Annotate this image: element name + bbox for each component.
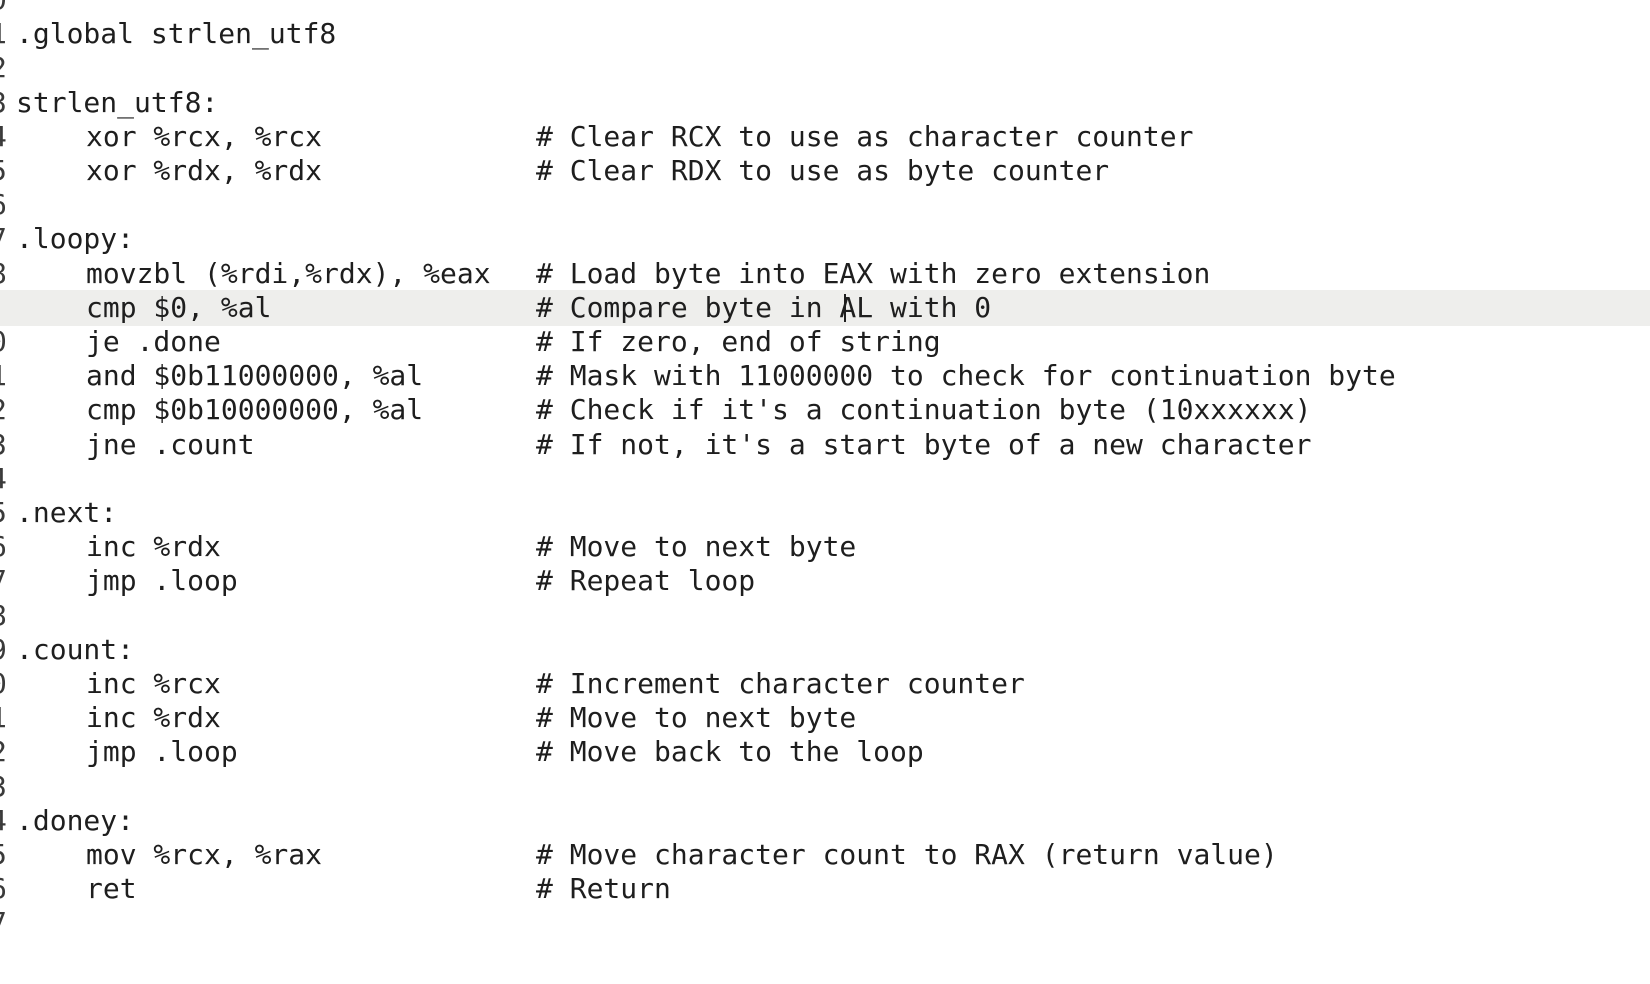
line-number: 0 xyxy=(0,324,7,360)
code-instruction: je .done xyxy=(86,325,221,358)
code-comment: # Increment character counter xyxy=(536,667,1025,700)
code-comment: # Return xyxy=(536,872,671,906)
code-line[interactable]: jmp .loop # Move back to the loop xyxy=(0,734,1650,770)
code-instruction: inc %rdx xyxy=(86,701,221,735)
line-number: 4 xyxy=(0,461,7,497)
line-number: 8 xyxy=(0,256,7,292)
line-number: 2 xyxy=(0,50,7,86)
code-instruction: jne .count xyxy=(86,427,255,461)
line-number: 0 xyxy=(0,666,7,702)
code-label: .next: xyxy=(16,496,118,529)
code-label: .global strlen_utf8 xyxy=(16,17,337,51)
code-comment: # If not, it's a start byte of a new cha… xyxy=(536,427,1312,461)
line-number: 5 xyxy=(0,837,7,873)
code-line[interactable]: .loopy: xyxy=(0,221,1650,257)
code-instruction: jmp .loop xyxy=(86,564,238,598)
line-number: 7 xyxy=(0,905,7,941)
line-number: 1 xyxy=(0,358,7,394)
code-line[interactable]: xor %rdx, %rdx # Clear RDX to use as byte… xyxy=(0,153,1650,189)
code-comment: # If zero, end of string xyxy=(536,325,941,358)
line-number: 5 xyxy=(0,495,7,531)
code-line[interactable]: ret # Return xyxy=(0,871,1650,907)
line-number: 2 xyxy=(0,392,7,428)
current-code-line[interactable]: cmp $0, %al # Compare byte in AL with 0 xyxy=(0,289,1650,326)
code-instruction: cmp $0b10000000, %al xyxy=(86,393,424,427)
code-label: strlen_utf8: xyxy=(16,85,219,119)
code-label: .loopy: xyxy=(16,222,135,256)
line-number: 1 xyxy=(0,700,7,736)
line-number: 2 xyxy=(0,734,7,770)
code-line[interactable]: strlen_utf8: xyxy=(0,85,1650,121)
code-instruction: inc %rdx xyxy=(86,530,221,564)
code-comment: # Repeat loop xyxy=(536,564,756,598)
code-comment: # Mask with 11000000 to check for contin… xyxy=(536,359,1396,393)
code-instruction: movzbl (%rdi,%rdx), %eax xyxy=(86,256,491,290)
code-line[interactable] xyxy=(0,905,1650,941)
code-line[interactable]: je .done # If zero, end of string xyxy=(0,324,1650,360)
code-line[interactable]: xor %rcx, %rcx # Clear RCX to use as char… xyxy=(0,119,1650,155)
code-comment: # Move back to the loop xyxy=(536,735,924,769)
line-number: 4 xyxy=(0,119,7,155)
line-number: 6 xyxy=(0,187,7,223)
code-comment: # Compare byte in AL with 0 xyxy=(536,290,992,324)
code-label: .doney: xyxy=(16,803,135,837)
code-line[interactable]: mov %rcx, %rax # Move character count to … xyxy=(0,837,1650,873)
line-number: 5 xyxy=(0,153,7,189)
code-line[interactable]: inc %rcx # Increment character counter xyxy=(0,666,1650,702)
code-line[interactable]: and $0b11000000, %al # Mask with 11000000… xyxy=(0,358,1650,394)
code-instruction: jmp .loop xyxy=(86,735,238,769)
code-line[interactable]: .global strlen_utf8 xyxy=(0,16,1650,52)
line-number: 0 xyxy=(0,0,7,18)
code-instruction: mov %rcx, %rax xyxy=(86,838,323,871)
code-line[interactable] xyxy=(0,769,1650,805)
code-instruction: and $0b11000000, %al xyxy=(86,359,424,393)
line-number: 6 xyxy=(0,871,7,907)
code-line[interactable]: inc %rdx # Move to next byte xyxy=(0,529,1650,565)
code-line[interactable]: jne .count # If not, it's a start byte of… xyxy=(0,427,1650,463)
code-comment: # Clear RDX to use as byte counter xyxy=(536,154,1110,187)
code-line[interactable] xyxy=(0,461,1650,497)
line-number: 3 xyxy=(0,85,7,121)
code-instruction: xor %rdx, %rdx xyxy=(86,154,323,187)
code-line[interactable] xyxy=(0,598,1650,634)
code-line[interactable]: .doney: xyxy=(0,803,1650,839)
line-number: 4 xyxy=(0,803,7,839)
code-label: .count: xyxy=(16,632,135,666)
code-line[interactable]: inc %rdx # Move to next byte xyxy=(0,700,1650,736)
code-line[interactable]: movzbl (%rdi,%rdx), %eax # Load byte into… xyxy=(0,256,1650,292)
line-number: 7 xyxy=(0,221,7,257)
code-instruction: inc %rcx xyxy=(86,667,221,700)
code-line[interactable]: .next: xyxy=(0,495,1650,531)
code-line[interactable]: jmp .loop # Repeat loop xyxy=(0,563,1650,599)
code-line[interactable] xyxy=(0,187,1650,223)
text-cursor xyxy=(843,293,846,322)
code-instruction: ret xyxy=(86,872,137,906)
line-number: 6 xyxy=(0,529,7,565)
line-number: 9 xyxy=(0,632,7,668)
code-comment: # Check if it's a continuation byte (10x… xyxy=(536,393,1312,427)
code-line[interactable] xyxy=(0,50,1650,86)
line-number: 3 xyxy=(0,427,7,463)
code-comment: # Move to next byte xyxy=(536,701,857,735)
line-number: 1 xyxy=(0,16,7,52)
code-comment: # Load byte into EAX with zero extension xyxy=(536,256,1211,290)
code-comment: # Clear RCX to use as character counter xyxy=(536,119,1194,153)
code-line[interactable]: cmp $0b10000000, %al # Check if it's a co… xyxy=(0,392,1650,428)
line-number: 7 xyxy=(0,563,7,599)
code-instruction: xor %rcx, %rcx xyxy=(86,119,323,153)
code-comment: # Move to next byte xyxy=(536,530,857,564)
code-line[interactable]: .count: xyxy=(0,632,1650,668)
line-number: 3 xyxy=(0,769,7,805)
line-number: 8 xyxy=(0,598,7,634)
code-instruction: cmp $0, %al xyxy=(86,290,272,324)
code-comment: # Move character count to RAX (return va… xyxy=(536,838,1278,871)
